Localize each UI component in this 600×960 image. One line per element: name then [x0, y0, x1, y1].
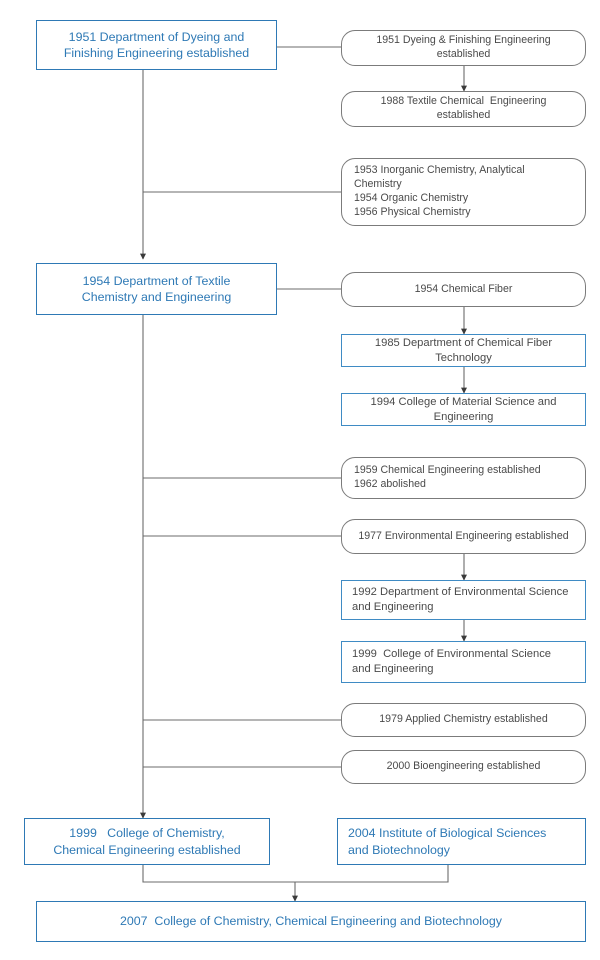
node-line: 2000 Bioengineering established	[386, 760, 541, 773]
node-line: 1999 College of Chemistry,	[69, 826, 225, 841]
node-line: Chemical Engineering established	[53, 842, 241, 857]
node-line: 2007 College of Chemistry, Chemical Engi…	[119, 914, 503, 929]
node-chem-college-1999[interactable]: 1999 College of Chemistry, Chemical Engi…	[24, 818, 270, 865]
node-dyeing-1951[interactable]: 1951 Department of Dyeing and Finishing …	[36, 20, 277, 70]
node-line: 1979 Applied Chemistry established	[379, 713, 548, 726]
node-bioengineering-2000[interactable]: 2000 Bioengineering established	[341, 750, 586, 784]
node-line: 1992 Department of Environmental Science	[352, 586, 569, 599]
node-line: 1954 Department of Textile	[82, 273, 231, 288]
node-line: 1951 Dyeing & Finishing Engineering esta…	[376, 34, 554, 60]
node-final-college-2007[interactable]: 2007 College of Chemistry, Chemical Engi…	[36, 901, 586, 942]
node-textile-dept-1954[interactable]: 1954 Department of Textile Chemistry and…	[36, 263, 277, 315]
node-line: Chemistry and Engineering	[81, 290, 232, 304]
diagram-title: Institutional history flowchart of the C…	[0, 0, 1, 1]
node-bio-institute-2004[interactable]: 2004 Institute of Biological Sciences an…	[337, 818, 586, 865]
node-environmental-1977[interactable]: 1977 Environmental Engineering establish…	[341, 519, 586, 554]
node-line: 1985 Department of Chemical Fiber Techno…	[374, 336, 556, 364]
node-textile-chem-1988[interactable]: 1988 Textile Chemical Engineering establ…	[341, 91, 586, 127]
node-line: 1988 Textile Chemical Engineering establ…	[380, 95, 550, 121]
node-line: 1994 College of Material Science and Eng…	[370, 395, 560, 423]
node-line: 1977 Environmental Engineering establish…	[358, 529, 569, 542]
merge-bar-to-2007	[142, 865, 449, 883]
node-line: 1951 Department of Dyeing and	[68, 29, 245, 44]
node-line: 1959 Chemical Engineering established	[354, 464, 541, 477]
node-chemistry-group[interactable]: 1953 Inorganic Chemistry, Analytical Che…	[341, 158, 586, 226]
node-line: 1962 abolished	[354, 478, 426, 490]
node-line: and Engineering	[352, 663, 434, 675]
node-line: 1954 Chemical Fiber	[414, 282, 513, 295]
node-line: 2004 Institute of Biological Sciences	[348, 826, 547, 841]
node-chem-eng-1959[interactable]: 1959 Chemical Engineering established 19…	[341, 457, 586, 499]
node-dyeing-branch-1951[interactable]: 1951 Dyeing & Finishing Engineering esta…	[341, 30, 586, 66]
node-env-dept-1992[interactable]: 1992 Department of Environmental Science…	[341, 580, 586, 620]
node-applied-chem-1979[interactable]: 1979 Applied Chemistry established	[341, 703, 586, 737]
node-line: 1953 Inorganic Chemistry, Analytical Che…	[354, 164, 528, 191]
node-env-college-1999[interactable]: 1999 College of Environmental Science an…	[341, 641, 586, 683]
node-material-science-1994[interactable]: 1994 College of Material Science and Eng…	[341, 393, 586, 426]
node-line: and Engineering	[352, 601, 434, 613]
node-line: 1999 College of Environmental Science	[352, 648, 552, 661]
node-line: Finishing Engineering established	[63, 46, 250, 60]
node-line: 1954 Organic Chemistry	[354, 192, 469, 204]
node-chemical-fiber-1954[interactable]: 1954 Chemical Fiber	[341, 272, 586, 307]
node-line: and Biotechnology	[348, 842, 450, 857]
node-fiber-tech-1985[interactable]: 1985 Department of Chemical Fiber Techno…	[341, 334, 586, 367]
node-line: 1956 Physical Chemistry	[354, 205, 471, 218]
